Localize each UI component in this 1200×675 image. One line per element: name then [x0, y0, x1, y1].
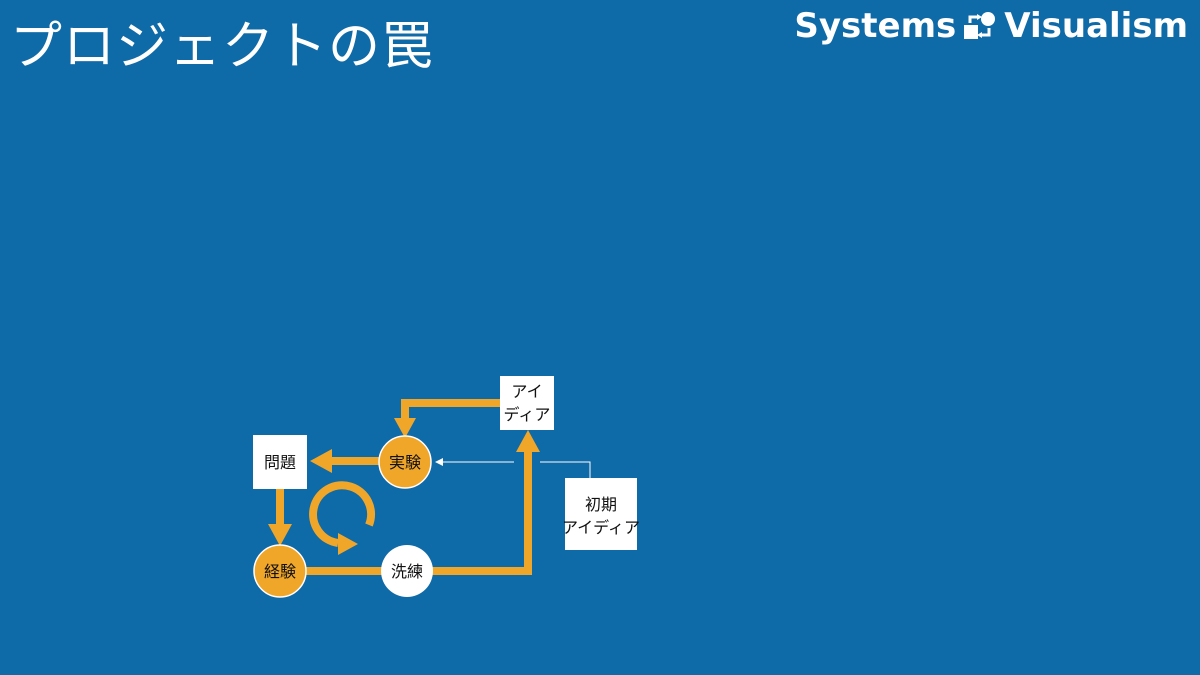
node-idea-label-line2: ディア [504, 405, 551, 424]
node-idea-label-line1: アイ [511, 382, 542, 401]
node-initial-idea: 初期 アイディア [562, 478, 640, 550]
cycle-arrow-icon [309, 481, 375, 555]
node-problem-label: 問題 [264, 453, 296, 472]
node-experiment: 実験 [378, 435, 432, 489]
connector-initial-idea-to-experiment [435, 458, 591, 478]
systems-visualism-logo-icon [964, 12, 996, 39]
arrow-idea-to-experiment [394, 399, 500, 438]
brand-logo-lockup: Systems Visualism [794, 6, 1188, 46]
node-initial-idea-label-line2: アイディア [562, 518, 640, 537]
node-experience: 経験 [253, 544, 307, 598]
node-experience-label: 経験 [264, 562, 296, 581]
arrow-experiment-to-problem [310, 449, 380, 473]
arrow-experience-refine-to-idea [305, 430, 540, 575]
node-initial-idea-label-line1: 初期 [585, 495, 617, 514]
node-refine-label: 洗練 [391, 562, 423, 581]
node-refine: 洗練 [381, 545, 433, 597]
arrow-problem-to-experience [268, 488, 292, 546]
node-problem: 問題 [253, 435, 307, 489]
brand-word-visualism: Visualism [1004, 6, 1188, 46]
node-idea: アイ ディア [500, 376, 554, 430]
page-title: プロジェクトの罠 [10, 17, 435, 77]
node-experiment-label: 実験 [389, 453, 421, 472]
brand-word-systems: Systems [794, 6, 957, 46]
